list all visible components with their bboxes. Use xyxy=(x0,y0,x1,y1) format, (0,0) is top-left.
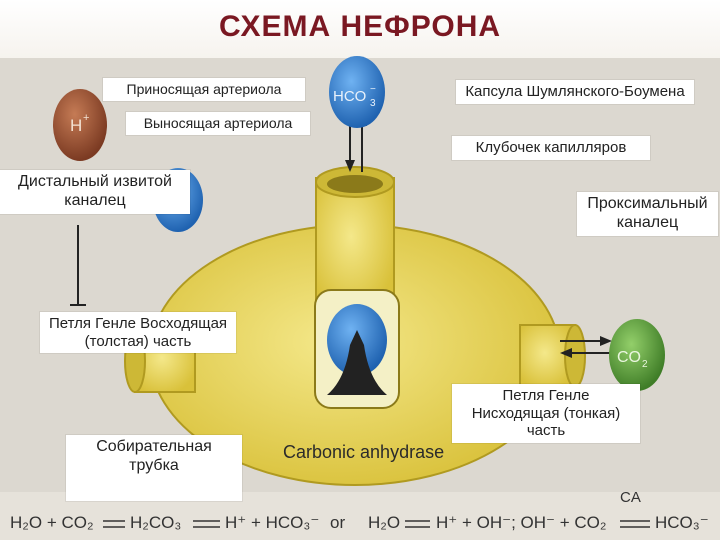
label-henle-ascending: Петля Генле Восходящая (толстая) часть xyxy=(40,312,236,354)
h-ion: H + xyxy=(53,89,107,161)
label-collecting-duct: Собирательная трубка xyxy=(66,435,242,501)
label-glomerulus: Клубочек капилляров xyxy=(452,136,650,160)
h-ion-charge: + xyxy=(83,112,89,124)
hco3-ion-top: HCO 3 − xyxy=(329,56,385,128)
hco3-text: HCO xyxy=(333,88,366,105)
co2-molecule: CO 2 xyxy=(609,319,665,391)
ca-label: CA xyxy=(620,489,641,506)
equation-mid: H₂CO₃ xyxy=(130,513,181,532)
h-ion-text: H xyxy=(70,116,82,135)
enzyme-label: Carbonic anhydrase xyxy=(283,442,444,462)
co2-sub: 2 xyxy=(642,359,648,370)
co2-text: CO xyxy=(617,349,641,366)
hco3-charge: − xyxy=(370,84,376,95)
label-efferent-arteriole: Выносящая артериола xyxy=(126,112,310,135)
equation-or: or xyxy=(330,513,345,532)
equation-right: H⁺ + HCO₃⁻ xyxy=(225,513,319,532)
nucleus xyxy=(314,289,400,409)
equation2-left: H₂O xyxy=(368,513,400,532)
hco3-sub: 3 xyxy=(370,98,376,109)
equation2-right: HCO₃⁻ xyxy=(655,513,709,532)
label-afferent-arteriole: Приносящая артериола xyxy=(103,78,305,101)
equation-left: H₂O + CO₂ xyxy=(10,513,94,532)
page-title: СХЕМА НЕФРОНА xyxy=(218,10,502,43)
label-capsule: Капсула Шумлянского-Боумена xyxy=(456,80,694,104)
label-distal-tubule: Дистальный извитой каналец xyxy=(0,170,190,214)
equation2-mid: H⁺ + OH⁻; OH⁻ + CO₂ xyxy=(436,513,607,532)
label-proximal-tubule: Проксимальный каналец xyxy=(577,192,718,236)
label-henle-descending: Петля Генле Нисходящая (тонкая) часть xyxy=(452,384,640,444)
